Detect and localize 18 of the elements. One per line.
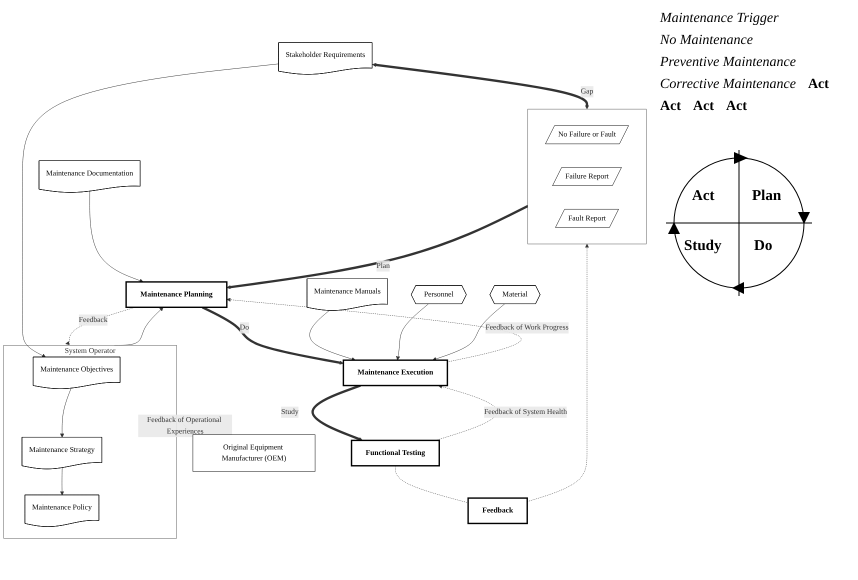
phase-label: Act: [808, 77, 829, 93]
connector: [395, 465, 468, 503]
cycle-phase-label: Act: [692, 188, 714, 205]
maintenance-type-note: Maintenance Trigger: [660, 11, 779, 27]
maintenance-type-note: No Maintenance: [660, 33, 753, 49]
cycle-phase-label: Plan: [752, 188, 782, 205]
cycle-phase-label: Study: [684, 238, 722, 255]
cycle-phase-label: Do: [754, 238, 772, 255]
arrow: [226, 204, 528, 289]
arrow: [372, 62, 590, 109]
arrow: [202, 306, 344, 364]
phase-label: Act: [726, 99, 747, 115]
cluster: [528, 108, 646, 244]
arrow: [311, 384, 363, 440]
phase-label: Act: [660, 99, 681, 115]
maintenance-type-note: Corrective Maintenance: [660, 77, 796, 93]
maintenance-type-note: Preventive Maintenance: [660, 55, 796, 71]
phase-label: Act: [693, 99, 714, 115]
